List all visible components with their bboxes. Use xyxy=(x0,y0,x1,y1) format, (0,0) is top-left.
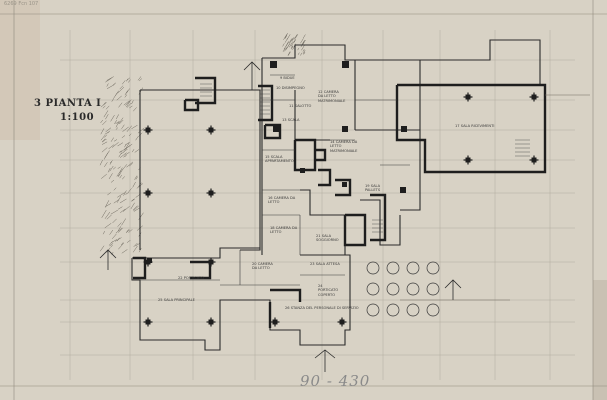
handwritten-note: 90 - 430 xyxy=(300,372,371,390)
interior-walls xyxy=(140,74,410,286)
pillar-marker xyxy=(463,155,473,165)
planter-circle xyxy=(386,261,400,275)
planter-circle xyxy=(366,261,380,275)
room-label: 11 SALOTTO xyxy=(289,104,312,108)
scale-label: 1:100 xyxy=(60,112,95,123)
pillar-marker xyxy=(206,257,216,267)
pillar-marker xyxy=(337,317,347,327)
room-label: 19 SALA PALLETS xyxy=(365,184,381,193)
room-label: 10 DISIMPEGNO xyxy=(276,86,305,90)
pillar-marker xyxy=(143,317,153,327)
planter-circle xyxy=(386,303,400,317)
room-label: 14 CAMERA DA LETTO MATRIMONIALE xyxy=(330,140,358,153)
planter-circle xyxy=(386,282,400,296)
room-label: 21 SALA SOGGIORNO xyxy=(316,234,339,243)
room-label: 23 SALA ATTESA xyxy=(310,262,340,266)
room-label: 17 SALA RICEVIMENTI xyxy=(455,124,495,128)
section-lines xyxy=(400,94,590,301)
planter-circle xyxy=(366,303,380,317)
room-label: 9 BIDUE xyxy=(280,76,295,80)
north-arrows xyxy=(99,61,462,372)
room-label: 12 CAMERA DA LETTO MATRIMONIALE xyxy=(318,90,346,103)
planter-circle xyxy=(406,303,420,317)
planter-circle xyxy=(426,282,440,296)
paper-stain xyxy=(0,0,40,140)
vegetation-hatching xyxy=(99,32,306,255)
title-block: 3 PIANTA I 1:100 xyxy=(34,97,101,125)
paper-edge-wear xyxy=(593,280,607,400)
pillar-marker xyxy=(529,92,539,102)
construction-grid xyxy=(60,30,575,380)
pillar-marker xyxy=(206,188,216,198)
stairs xyxy=(200,83,530,233)
square-pillars xyxy=(147,61,407,263)
room-label: 22 PORTICATO xyxy=(178,276,204,280)
pillar-marker xyxy=(463,92,473,102)
room-label: 13 SCALA xyxy=(282,118,300,122)
planter-circle xyxy=(426,303,440,317)
pillar-marker xyxy=(270,317,280,327)
pillar-marker xyxy=(529,155,539,165)
room-label: 24 PORTICATO COPERTO xyxy=(318,284,339,297)
pillar-marker xyxy=(206,317,216,327)
planter-circle xyxy=(366,282,380,296)
pillar-marker xyxy=(206,125,216,135)
title-line: 3 PIANTA I xyxy=(34,97,101,111)
pillar-marker xyxy=(143,188,153,198)
planter-circles xyxy=(366,261,440,317)
title-text: PIANTA I xyxy=(45,98,102,109)
title-number: 3 xyxy=(34,98,42,109)
room-label: 18 CAMERA DA LETTO xyxy=(270,226,298,235)
room-label: 25 SALA PRINCIPALE xyxy=(158,298,195,302)
pillar-marker xyxy=(143,125,153,135)
room-label: 16 CAMERA DA LETTO xyxy=(268,196,296,205)
planter-circle xyxy=(426,261,440,275)
room-label: 26 STANZA DEL PERSONALE DI SERVIZIO xyxy=(285,306,359,310)
room-label: 15 SCALA APPARTAMENTO xyxy=(265,155,294,164)
thick-walls xyxy=(133,76,547,328)
planter-circle xyxy=(406,261,420,275)
walls xyxy=(131,39,541,351)
archive-note: 6269 Fcn 107 xyxy=(4,1,39,7)
room-label: 20 CAMERA DA LETTO xyxy=(252,262,273,271)
planter-circle xyxy=(406,282,420,296)
